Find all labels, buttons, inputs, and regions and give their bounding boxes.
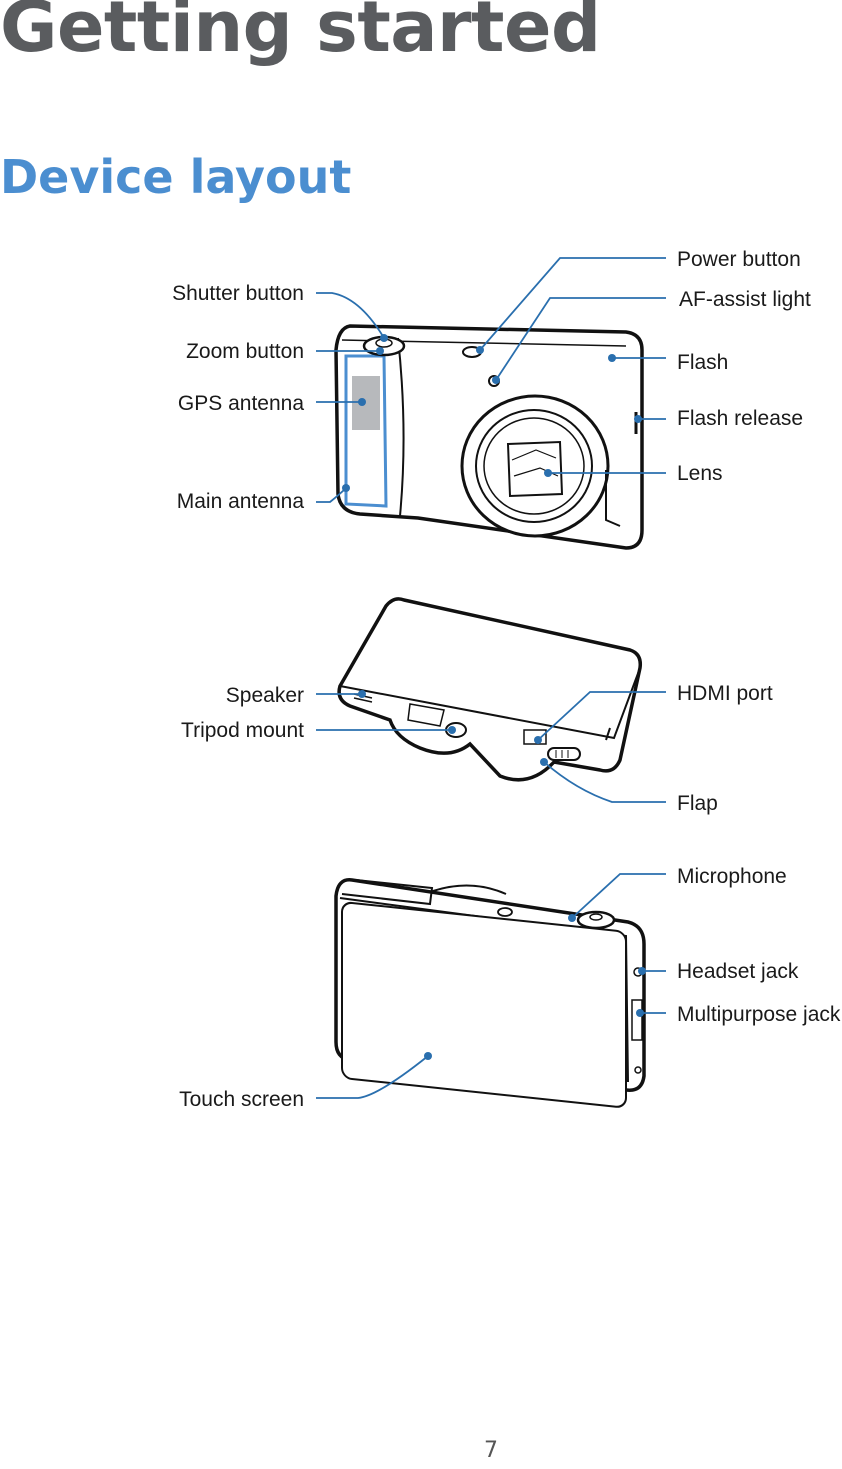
label-multipurpose-jack: Multipurpose jack: [677, 1003, 841, 1026]
camera-back-illustration: [334, 878, 646, 1108]
label-gps-antenna: GPS antenna: [178, 392, 304, 415]
label-flap: Flap: [677, 792, 718, 815]
label-headset-jack: Headset jack: [677, 960, 799, 983]
label-flash: Flash: [677, 351, 728, 374]
label-shutter-button: Shutter button: [172, 282, 304, 305]
chapter-title: Getting started: [0, 0, 601, 68]
label-af-assist-light: AF-assist light: [679, 288, 811, 311]
label-touch-screen: Touch screen: [179, 1088, 304, 1111]
label-tripod-mount: Tripod mount: [181, 719, 304, 742]
page-number: 7: [484, 1438, 498, 1463]
label-hdmi-port: HDMI port: [677, 682, 773, 705]
label-flash-release: Flash release: [677, 407, 803, 430]
label-lens: Lens: [677, 462, 723, 485]
camera-bottom-illustration: [337, 597, 643, 782]
camera-front-illustration: [334, 324, 644, 550]
section-title: Device layout: [0, 150, 352, 204]
label-zoom-button: Zoom button: [186, 340, 304, 363]
label-main-antenna: Main antenna: [177, 490, 305, 513]
label-power-button: Power button: [677, 248, 801, 271]
label-microphone: Microphone: [677, 865, 787, 888]
label-speaker: Speaker: [226, 684, 304, 707]
